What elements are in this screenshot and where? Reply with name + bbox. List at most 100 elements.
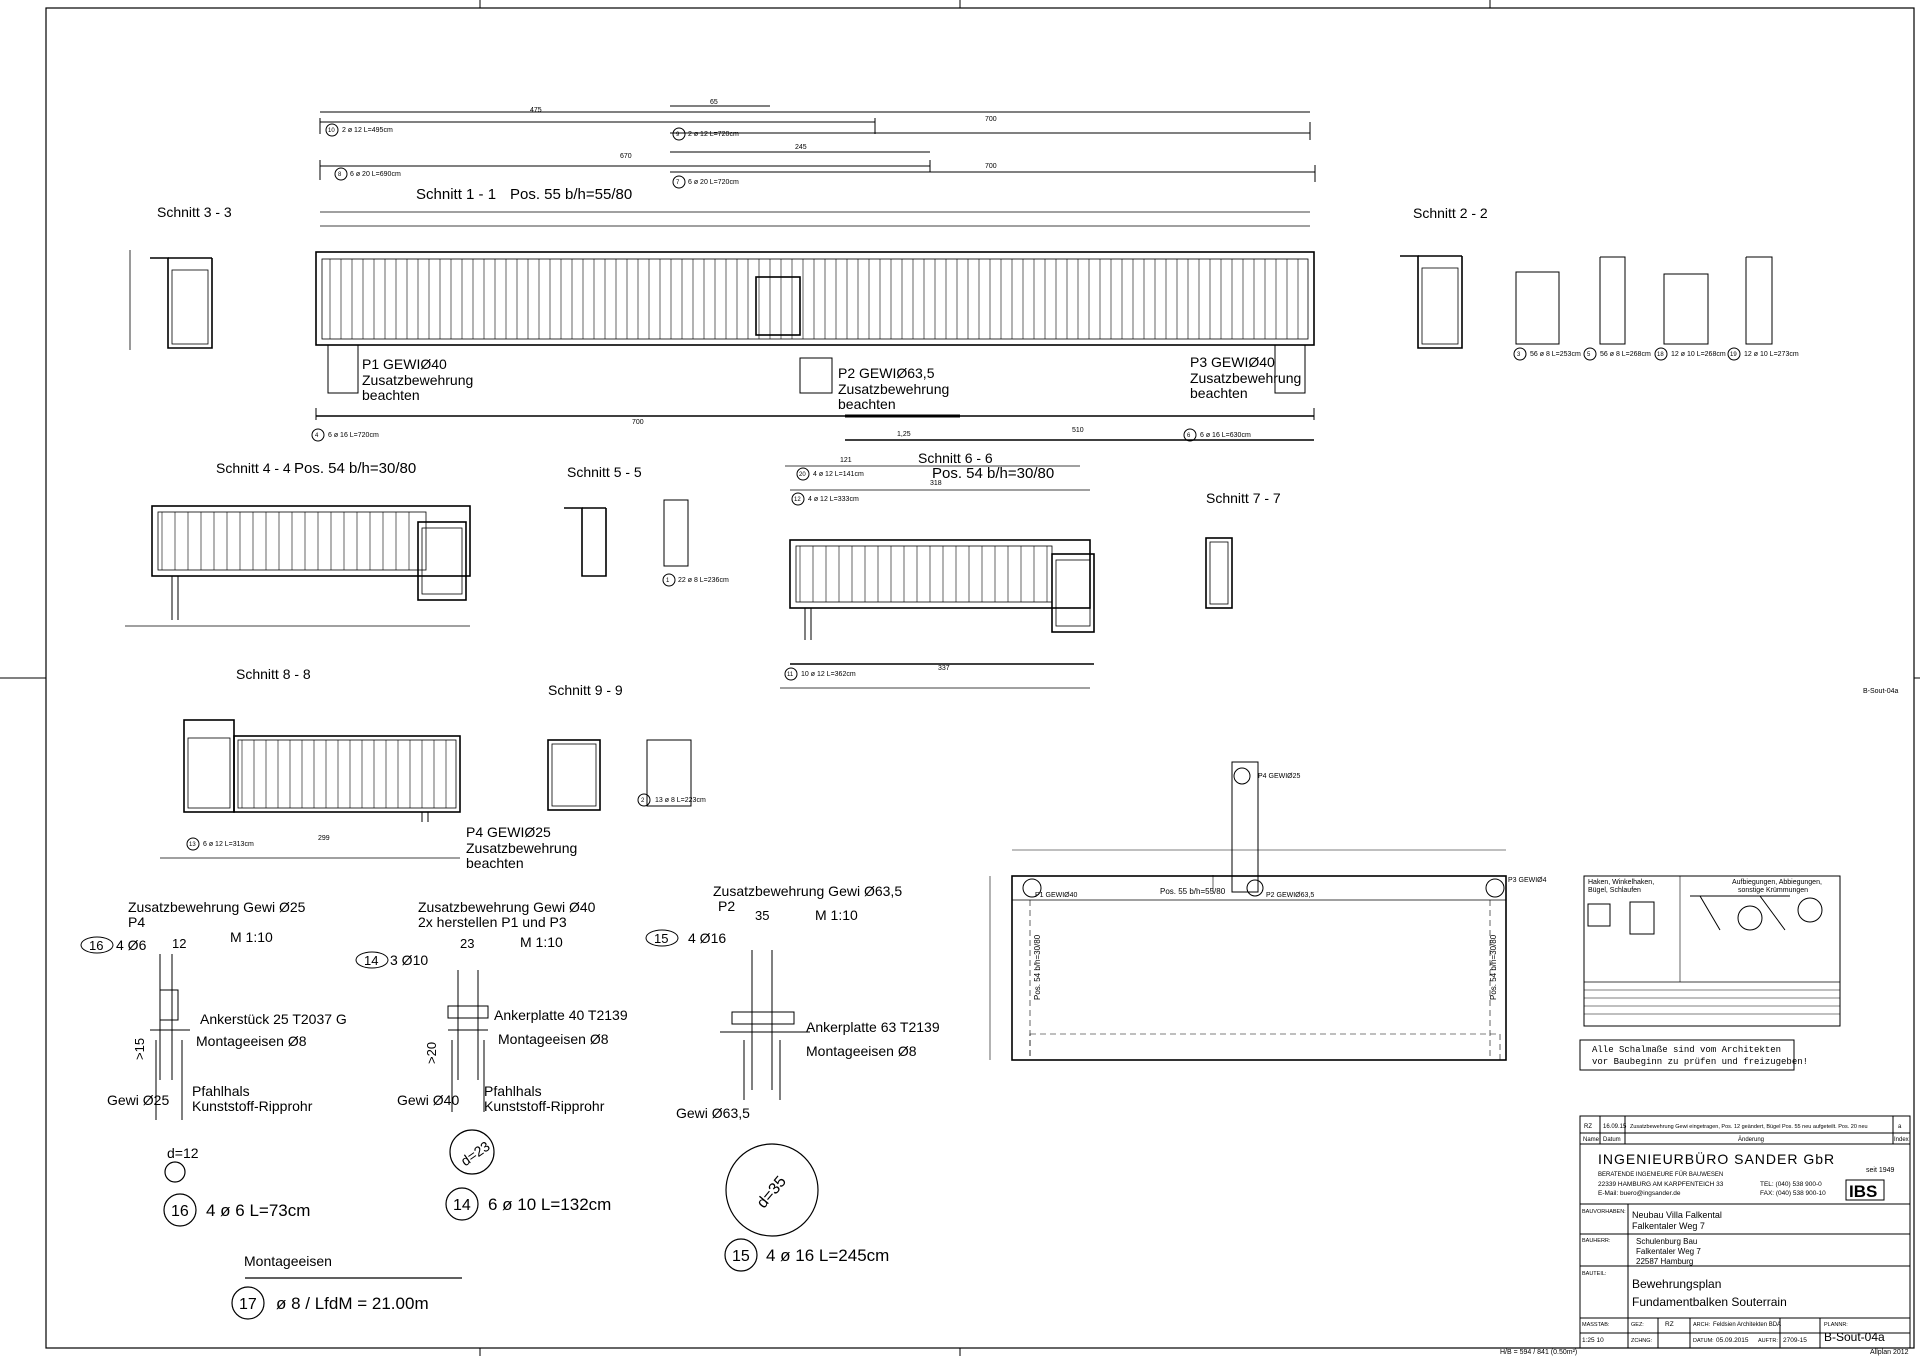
bottom-dim-510: 510 <box>1072 427 1084 434</box>
plan-p3: P3 GEWIØ4 <box>1508 877 1547 884</box>
section-6-stirrups <box>799 546 1048 602</box>
section-4-drawing <box>125 505 471 627</box>
detail-15: Zusatzbewehrung Gewi Ø63,5 P2 35 M 1:10 … <box>645 883 940 1121</box>
bar-11-id: 11 <box>787 672 794 678</box>
firm-name: INGENIEURBÜRO SANDER GbR <box>1598 1150 1835 1167</box>
section-6-drawing <box>780 465 1095 689</box>
detail-16-anchor: Ankerstück 25 T2037 G <box>200 1011 347 1027</box>
firm-logo-text: IBS <box>1849 1182 1877 1201</box>
top-dim-670: 670 <box>620 153 632 160</box>
pile-3-line2: Zusatzbewehrung <box>1190 370 1301 386</box>
sheet-code-side: B-Sout-04a <box>1863 688 1899 695</box>
section-8-stirrups <box>241 740 447 808</box>
bend-16-diameter: d=12 <box>167 1145 199 1161</box>
plan-p4: P4 GEWIØ25 <box>1258 773 1301 780</box>
plannr-value: B-Sout-04a <box>1824 1330 1885 1344</box>
bar-13-label: 6 ø 12 L=313cm <box>203 841 254 848</box>
section-3-title: Schnitt 3 - 3 <box>157 204 232 220</box>
detail-16-scale: M 1:10 <box>230 929 273 945</box>
detail-16-mont: Montageeisen Ø8 <box>196 1033 307 1049</box>
pile-1-line3: beachten <box>362 387 420 403</box>
detail-15-dim: 35 <box>755 908 769 923</box>
top-bar-schedule <box>319 105 1316 189</box>
top-bar-labels: 475 65 700 670 245 700 10 2 ø 12 L=495cm… <box>328 99 997 186</box>
bauteil-line1: Bewehrungsplan <box>1632 1277 1721 1291</box>
detail-16-pile: P4 <box>128 914 145 930</box>
bar-1-label: 22 ø 8 L=236cm <box>678 577 729 584</box>
detail-15-pile: P2 <box>718 898 735 914</box>
pile-labels: P1 GEWIØ40 Zusatzbewehrung beachten P2 G… <box>362 354 1301 412</box>
bauherr-line1: Schulenburg Bau <box>1636 1237 1697 1246</box>
firm-address: 22339 HAMBURG AM KARPFENTEICH 33 <box>1598 1181 1724 1188</box>
stirrup-5-label: 56 ø 8 L=268cm <box>1600 351 1651 358</box>
top-dim-475: 475 <box>530 107 542 114</box>
pile-4-line1: P4 GEWIØ25 <box>466 824 551 840</box>
detail-15-gewi: Gewi Ø63,5 <box>676 1105 750 1121</box>
gez-value: RZ <box>1665 1321 1674 1328</box>
datum-label: DATUM: <box>1693 1338 1714 1344</box>
massstab-value: 1:25 10 <box>1582 1337 1604 1344</box>
section-1-pos: Pos. 55 b/h=55/80 <box>510 186 632 203</box>
section-1-beam <box>315 211 1315 441</box>
bar-7-id: 7 <box>676 180 680 186</box>
arch-label: ARCH: <box>1693 1322 1711 1328</box>
dim-121: 121 <box>840 457 852 464</box>
firm-logo <box>1845 1179 1885 1201</box>
top-dim-245: 245 <box>795 144 807 151</box>
detail-15-scale: M 1:10 <box>815 907 858 923</box>
pile-4-line2: Zusatzbewehrung <box>466 840 577 856</box>
section-4-pos: Pos. 54 b/h=30/80 <box>294 460 416 477</box>
detail-14: Zusatzbewehrung Gewi Ø40 2x herstellen P… <box>355 899 628 1114</box>
detail-15-title: Zusatzbewehrung Gewi Ø63,5 <box>713 883 902 899</box>
hook-heading-2: Bügel, Schlaufen <box>1588 887 1641 894</box>
firm-tel: TEL: (040) 538 900-0 <box>1760 1181 1822 1188</box>
bauherr-label: BAUHERR: <box>1582 1238 1611 1244</box>
detail-14-dim: 23 <box>460 936 474 951</box>
detail-15-bar: 4 Ø16 <box>688 930 726 946</box>
revision-text: Zusatzbewehrung Gewi eingetragen, Pos. 1… <box>1630 1124 1868 1130</box>
sheet-size-note: H/B = 594 / 841 (0.50m²) <box>1500 1349 1577 1356</box>
revision-index: a <box>1898 1124 1902 1130</box>
bend-14-diameter: d=23 <box>458 1138 493 1169</box>
detail-15-id: 15 <box>654 931 668 946</box>
bar-6-id: 6 <box>1187 433 1191 439</box>
pile-2-line2: Zusatzbewehrung <box>838 381 949 397</box>
section-9-drawing <box>547 739 692 811</box>
bar-10-label: 2 ø 12 L=495cm <box>342 127 393 134</box>
bend-14-label: 6 ø 10 L=132cm <box>488 1195 611 1214</box>
section-6-labels: 20 4 ø 12 L=141cm 12 4 ø 12 L=333cm 11 1… <box>784 457 950 681</box>
dim-299: 299 <box>318 835 330 842</box>
architect-note-1: Alle Schalmaße sind vom Architekten <box>1592 1045 1781 1055</box>
bauteil-label: BAUTEIL: <box>1582 1271 1607 1277</box>
bar-2-id: 2 <box>641 798 645 804</box>
title-block-frame <box>1579 1115 1911 1349</box>
detail-14-bar: 3 Ø10 <box>390 952 428 968</box>
bar-8-label: 6 ø 20 L=690cm <box>350 171 401 178</box>
section-5-drawing <box>564 499 689 587</box>
hook-table-labels: Haken, Winkelhaken, Bügel, Schlaufen Auf… <box>1588 879 1822 1067</box>
bar-10-id: 10 <box>328 128 335 134</box>
bauvorhaben-line1: Neubau Villa Falkental <box>1632 1210 1722 1220</box>
title-block-text: RZ 16.09.15 Zusatzbewehrung Gewi eingetr… <box>1582 1124 1909 1344</box>
detail-14-gewi: Gewi Ø40 <box>397 1092 459 1108</box>
datum-value: 05.09.2015 <box>1716 1337 1749 1344</box>
auftr-label: AUFTR: <box>1758 1338 1778 1344</box>
detail-16-pfahl1: Pfahlhals <box>192 1083 250 1099</box>
plan-p1: P1 GEWIØ40 <box>1035 892 1078 899</box>
bar-1-id: 1 <box>666 578 670 584</box>
bar-12-id: 12 <box>794 497 801 503</box>
pile-4-line3: beachten <box>466 855 524 871</box>
detail-14-scale: M 1:10 <box>520 934 563 950</box>
detail-14-min: >20 <box>424 1042 439 1064</box>
stirrup-18-id: 18 <box>1657 352 1664 358</box>
pile-2-line3: beachten <box>838 396 896 412</box>
auftr-value: 2709-15 <box>1783 1337 1807 1344</box>
plan-pos54-left: Pos. 54 b/h=30/80 <box>1033 934 1042 1000</box>
bar-4-label: 6 ø 16 L=720cm <box>328 432 379 439</box>
foundation-plan-labels: P4 GEWIØ25 P1 GEWIØ40 P2 GEWIØ63,5 P3 GE… <box>1033 773 1547 1000</box>
bar-4-id: 4 <box>315 433 319 439</box>
detail-16-min: >15 <box>132 1038 147 1060</box>
section-6-title: Schnitt 6 - 6 <box>918 450 993 466</box>
section-4-stirrups <box>161 512 410 570</box>
stirrup-18-label: 12 ø 10 L=268cm <box>1671 351 1726 358</box>
